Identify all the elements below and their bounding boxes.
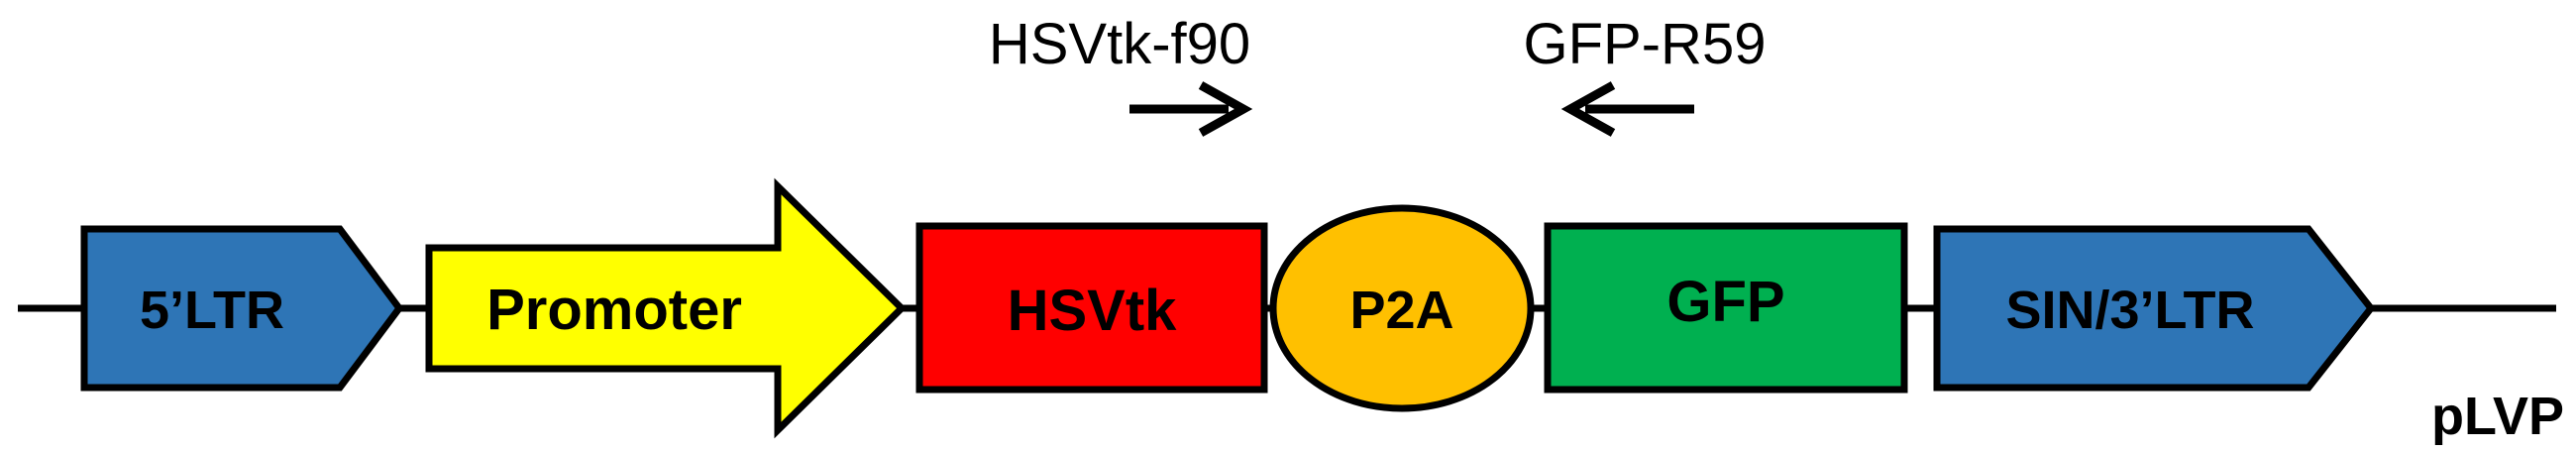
primer-reverse-label: GFP-R59: [1524, 12, 1767, 76]
ltr5-element: 5’LTR: [80, 225, 404, 392]
reverse-arrow-icon: [1560, 81, 1694, 137]
primer-reverse: GFP-R59: [1524, 12, 1767, 137]
vector-name-label: pLVP: [2431, 387, 2564, 446]
ltr5-shape: [80, 225, 404, 392]
promoter-element: Promoter: [425, 177, 907, 439]
p2a-label: P2A: [1349, 281, 1453, 340]
primer-forward: HSVtk-f90: [989, 12, 1253, 137]
hsvtk-element: HSVtk: [915, 222, 1268, 394]
promoter-shape: [425, 177, 907, 439]
hsvtk-label: HSVtk: [1008, 279, 1178, 343]
promoter-label: Promoter: [486, 278, 742, 342]
p2a-element: P2A: [1269, 204, 1535, 412]
hsvtk-shape: [915, 222, 1268, 394]
p2a-shape: [1269, 204, 1535, 412]
sin3ltr-shape: [1933, 225, 2376, 392]
forward-arrow-icon: [1129, 81, 1253, 137]
sin3ltr-element: SIN/3’LTR: [1933, 225, 2376, 392]
primer-forward-label: HSVtk-f90: [989, 12, 1250, 76]
gfp-label: GFP: [1666, 270, 1784, 334]
gfp-shape: [1544, 222, 1908, 394]
sin3ltr-label: SIN/3’LTR: [2005, 281, 2254, 340]
gfp-element: GFP: [1544, 222, 1908, 394]
ltr5-label: 5’LTR: [140, 281, 284, 340]
